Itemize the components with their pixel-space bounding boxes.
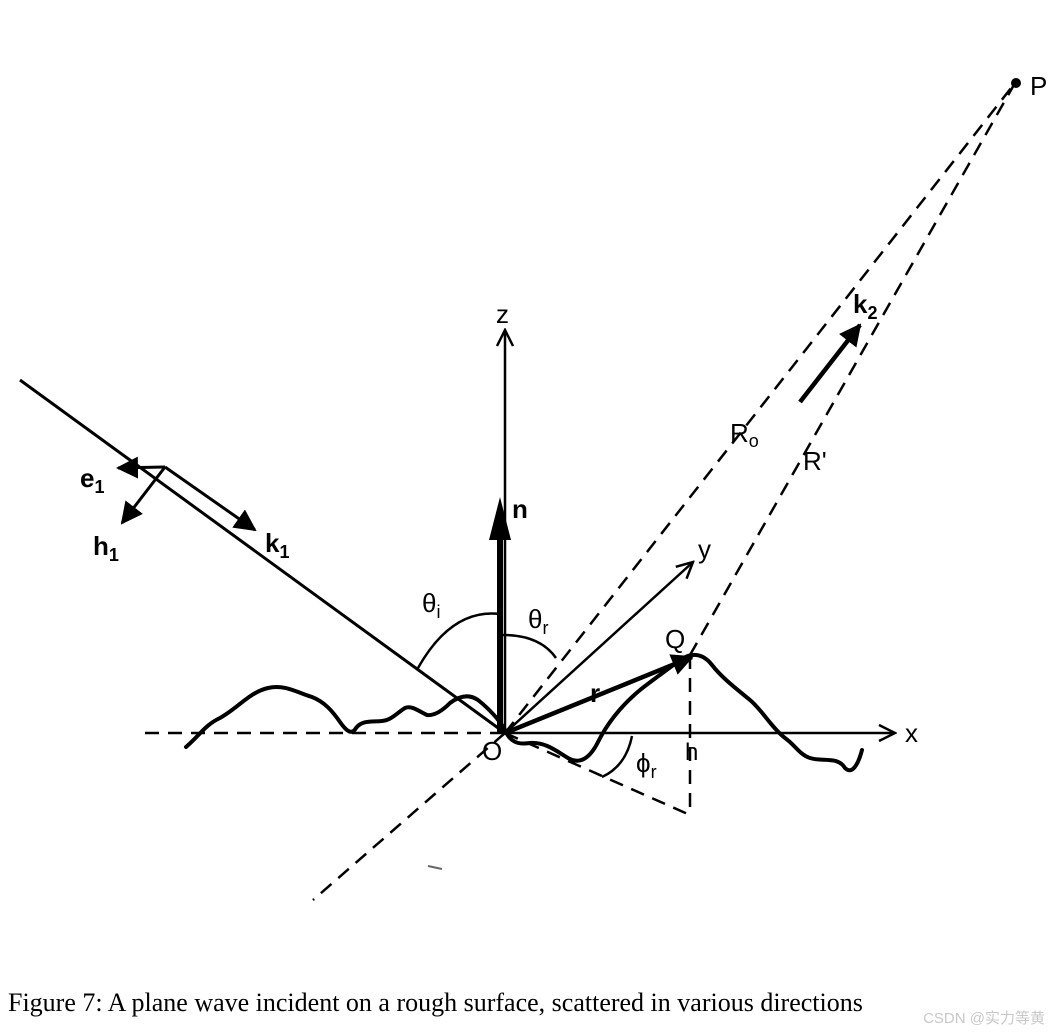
figure-caption: Figure 7: A plane wave incident on a rou… — [8, 988, 863, 1017]
label-axis-y: y — [698, 534, 711, 564]
label-point-q: Q — [665, 624, 685, 654]
r-vector — [504, 654, 694, 736]
y-axis-negative — [312, 732, 506, 901]
theta-r-arc — [502, 633, 558, 659]
label-h1: h1 — [93, 531, 119, 565]
dashed-lines — [145, 82, 1017, 901]
watermark: CSDN @实力等黄 — [923, 1010, 1045, 1027]
label-k1: k1 — [265, 528, 289, 562]
label-height: h — [685, 739, 698, 766]
h1-vector — [120, 466, 167, 525]
point-p-dot — [1011, 78, 1021, 88]
label-phi-r: ϕr — [636, 748, 657, 782]
label-r-prime: R' — [803, 446, 827, 476]
projection-line — [504, 731, 691, 817]
label-e1: e1 — [80, 463, 104, 497]
label-origin: O — [482, 736, 502, 766]
label-r0: Ro — [730, 418, 759, 451]
label-axis-x: x — [905, 718, 918, 748]
normal-arrowhead — [489, 497, 511, 540]
label-point-p: P — [1030, 71, 1047, 101]
label-normal: n — [512, 494, 528, 524]
label-theta-r: θr — [528, 604, 548, 638]
label-theta-i: θi — [422, 588, 440, 622]
label-r-vector: r — [590, 678, 600, 708]
rough-surface — [184, 653, 864, 773]
label-k2: k2 — [853, 289, 877, 323]
r-prime-line — [688, 82, 1017, 656]
k1-vector — [164, 465, 257, 532]
theta-i-arc — [416, 612, 501, 669]
e1-vector — [116, 456, 166, 479]
label-axis-z: z — [496, 299, 509, 329]
r0-line — [504, 82, 1016, 734]
scan-mark — [427, 865, 443, 870]
k2-vector — [798, 323, 862, 404]
phi-r-arc — [601, 735, 634, 779]
incident-ray — [19, 378, 506, 735]
y-axis — [504, 562, 693, 734]
